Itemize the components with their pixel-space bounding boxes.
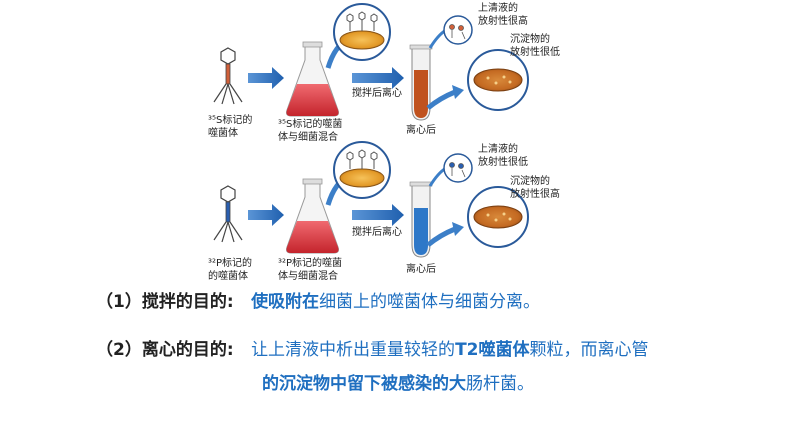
answer-text: 肠杆菌。 bbox=[466, 374, 534, 394]
arrow-icon bbox=[248, 204, 284, 226]
test-tube-icon bbox=[409, 181, 433, 258]
sediment-circle bbox=[426, 186, 529, 248]
answer-text: T2噬菌体 bbox=[455, 340, 530, 360]
question-2: （2）离心的目的: 让上清液中析出重量较轻的T2噬菌体颗粒，而离心管 bbox=[96, 338, 649, 362]
phage-icon bbox=[213, 185, 243, 243]
step-label: 搅拌后离心 bbox=[352, 88, 402, 99]
answer-text: 大 bbox=[449, 374, 466, 394]
sediment-label: 沉淀物的放射性很低 bbox=[510, 34, 560, 58]
mix-label: ³²P标记的噬菌体与细菌混合 bbox=[278, 258, 343, 282]
supernatant-label: 上清液的放射性很高 bbox=[478, 3, 528, 27]
arrow-icon bbox=[248, 67, 284, 89]
answer-text: 让上清液中析出重量较轻的 bbox=[251, 340, 456, 360]
mix-label: ³⁵S标记的噬菌体与细菌混合 bbox=[278, 119, 343, 143]
question-1: （1）搅拌的目的: 使吸附在细菌上的噬菌体与细菌分离。 bbox=[96, 290, 540, 314]
answer-text: 的沉淀物中留下被感染的 bbox=[262, 374, 449, 394]
sediment-circle bbox=[426, 49, 529, 111]
supernatant-label: 上清液的放射性很低 bbox=[478, 144, 528, 168]
question-number: （1） bbox=[96, 292, 142, 312]
question-number: （2） bbox=[96, 340, 142, 360]
step-label: 搅拌后离心 bbox=[352, 227, 402, 238]
question-label: 离心的目的: bbox=[141, 340, 234, 360]
zoom-circle bbox=[333, 3, 391, 61]
answer-text: 颗粒，而离心管 bbox=[529, 340, 649, 360]
supernatant-circle bbox=[428, 15, 473, 49]
phage-icon bbox=[213, 47, 243, 105]
row-2 bbox=[213, 141, 529, 258]
test-tube-icon bbox=[409, 44, 433, 121]
flask-icon bbox=[286, 178, 339, 254]
flask-icon bbox=[286, 41, 339, 117]
phage-label: ³²P标记的的噬菌体 bbox=[208, 258, 253, 282]
supernatant-circle bbox=[428, 153, 473, 187]
question-label: 搅拌的目的: bbox=[141, 292, 234, 312]
question-2-continued: 的沉淀物中留下被感染的大肠杆菌。 bbox=[262, 372, 534, 396]
row-1 bbox=[213, 3, 529, 121]
tube-label: 离心后 bbox=[406, 264, 436, 275]
arrow-icon bbox=[352, 204, 404, 226]
sediment-label: 沉淀物的放射性很高 bbox=[510, 176, 560, 200]
tube-label: 离心后 bbox=[406, 125, 436, 136]
experiment-diagram bbox=[213, 3, 529, 258]
phage-label: ³⁵S标记的噬菌体 bbox=[208, 115, 253, 139]
arrow-icon bbox=[352, 67, 404, 89]
answer-text: 使吸附在 bbox=[251, 292, 320, 312]
zoom-circle bbox=[333, 141, 391, 199]
answer-text: 细菌上的噬菌体与细菌分离。 bbox=[319, 292, 541, 312]
